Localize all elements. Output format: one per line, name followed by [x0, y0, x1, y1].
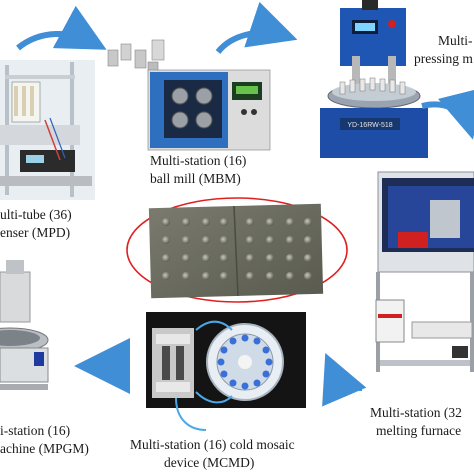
furnace-photo [375, 171, 474, 372]
caption-furnace-line1: Multi-station (32 [370, 405, 462, 420]
caption-press-line2: pressing m [414, 51, 473, 66]
caption-mbm-line1: Multi-station (16) [150, 153, 247, 168]
arrow-press-to-furnace [421, 87, 474, 140]
polishing-machine-photo [0, 260, 49, 390]
press-panel-label: YD-16RW-518 [347, 122, 392, 129]
caption-mpd-line2: enser (MPD) [0, 225, 71, 240]
caption-press-line1: Multi- [438, 33, 473, 48]
press-photo: YD-16RW-518 [320, 0, 428, 158]
sample-plate [126, 197, 348, 303]
caption-mpgm-line2: achine (MPGM) [0, 441, 89, 456]
caption-mpgm-line1: i-station (16) [0, 423, 71, 438]
caption-mcmd-line1: Multi-station (16) cold mosaic [130, 437, 295, 452]
caption-mcmd-line2: device (MCMD) [164, 455, 255, 470]
arrow-furnace-to-mcmd [322, 352, 367, 407]
cold-mosaic-photo [146, 312, 306, 431]
caption-furnace-line2: melting furnace [376, 423, 462, 438]
arrow-mpd-to-mbm [16, 5, 107, 51]
caption-mpd-line1: ulti-tube (36) [0, 207, 72, 222]
arrow-mbm-to-press [215, 1, 298, 55]
dispenser-photo [0, 60, 95, 200]
caption-mbm-line2: ball mill (MBM) [150, 171, 241, 186]
ball-mill-photo [107, 39, 271, 151]
